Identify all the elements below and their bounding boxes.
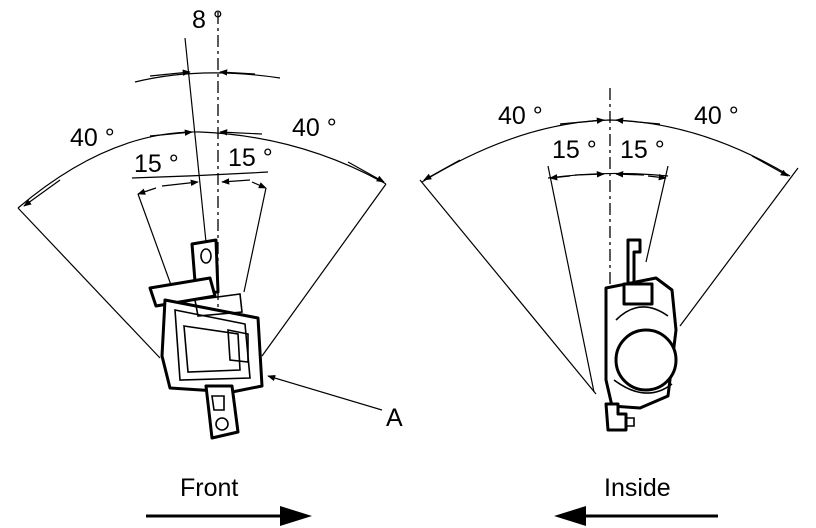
front-15deg-line-left — [137, 193, 176, 297]
callout-a-label: A — [386, 404, 403, 432]
front-40deg-arrow-right-outer — [347, 161, 385, 183]
inside-label: Inside — [604, 474, 671, 502]
inside-15deg-arrow-right-outer — [647, 174, 667, 181]
inside-15deg-label-right: 15 ° — [620, 136, 665, 164]
inside-40deg-arrow-right-inner — [615, 117, 661, 125]
inside-40deg-arrow-left-outer — [423, 159, 461, 181]
front-40deg-line-right — [261, 183, 387, 357]
front-40deg-arrow-left-outer — [23, 179, 61, 207]
inside-15deg-arrow-left-inner — [574, 171, 605, 178]
inside-40deg-label-right: 40 ° — [694, 102, 739, 130]
front-15deg-arrow-left-outer — [137, 187, 157, 195]
callout-a-leader — [267, 374, 383, 411]
retractor-front — [148, 238, 264, 440]
inside-15deg-line-right — [645, 165, 669, 263]
inside-view: 40 ° 40 ° 15 ° 15 ° Inside — [419, 88, 799, 526]
inside-40deg-arc — [421, 119, 791, 183]
inside-direction-arrow-head — [554, 506, 586, 526]
retractor-inside — [604, 238, 678, 432]
inside-15deg-arrow-right-inner — [615, 171, 645, 178]
front-8deg-arrow-right — [219, 69, 256, 76]
inside-40deg-arrow-right-outer — [751, 155, 789, 177]
front-8deg-arc — [134, 72, 281, 83]
front-15deg-arc — [131, 171, 269, 179]
front-40deg-arrow-left-inner — [149, 129, 193, 137]
front-15deg-label-right: 15 ° — [228, 144, 273, 172]
front-15deg-line-right — [243, 187, 267, 293]
front-8deg-label: 8 ° — [192, 6, 223, 34]
inside-15deg-label-left: 15 ° — [552, 136, 597, 164]
front-15deg-label-left: 15 ° — [134, 150, 179, 178]
front-label: Front — [180, 474, 238, 502]
inside-15deg-arrow-left-outer — [549, 174, 571, 181]
front-40deg-arrow-right-inner — [219, 129, 263, 136]
front-view: A 8 ° 40 ° 40 ° 15 ° 15 ° Front — [17, 6, 403, 526]
front-direction-arrow-head — [280, 506, 312, 526]
inside-40deg-label-left: 40 ° — [498, 102, 543, 130]
inside-40deg-line-left — [419, 179, 597, 395]
front-15deg-arrow-right-inner — [221, 178, 251, 185]
front-15deg-arrow-left-inner — [161, 179, 199, 187]
front-40deg-label-left: 40 ° — [70, 124, 115, 152]
inside-15deg-line-left — [547, 165, 595, 393]
front-40deg-arc — [17, 131, 387, 209]
inside-40deg-arrow-left-inner — [559, 117, 605, 125]
front-tilted-axis — [184, 37, 207, 243]
front-15deg-arrow-right-outer — [251, 181, 267, 189]
front-40deg-label-right: 40 ° — [292, 114, 337, 142]
front-40deg-line-left — [17, 207, 161, 359]
inside-40deg-line-right — [679, 167, 799, 327]
front-8deg-arrow-left — [149, 69, 191, 77]
